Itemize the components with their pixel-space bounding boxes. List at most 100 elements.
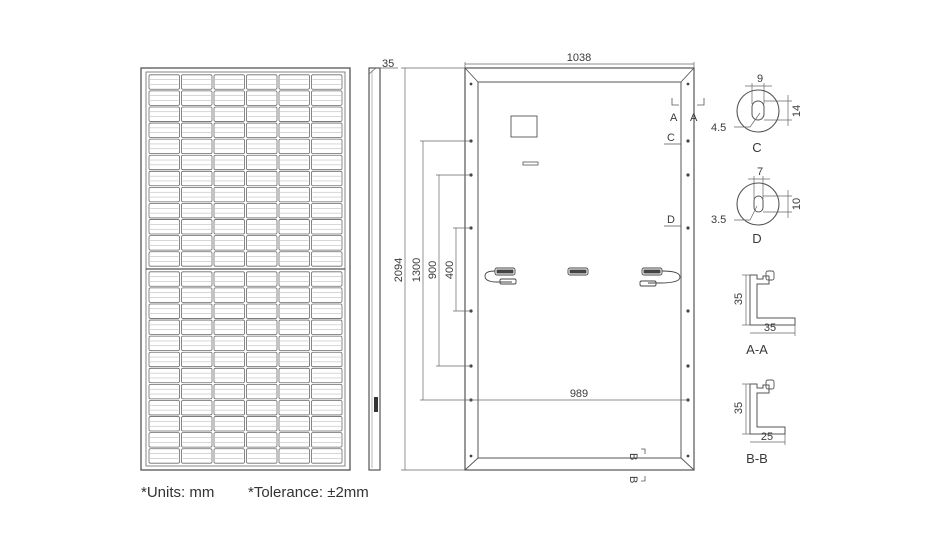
solar-cell bbox=[181, 335, 213, 352]
solar-cell bbox=[148, 170, 180, 187]
solar-cell bbox=[311, 271, 343, 287]
tolerance-note: *Tolerance: ±2mm bbox=[248, 484, 369, 501]
solar-cell bbox=[278, 90, 310, 106]
solar-cell bbox=[181, 303, 213, 319]
solar-cell bbox=[181, 74, 213, 90]
solar-cell bbox=[246, 335, 278, 352]
solar-cell bbox=[311, 219, 343, 235]
solar-cell bbox=[213, 271, 245, 287]
solar-cell bbox=[311, 235, 343, 251]
solar-cell bbox=[148, 303, 180, 319]
detail-c-title: C bbox=[752, 140, 761, 155]
solar-cell bbox=[311, 416, 343, 432]
solar-cell bbox=[246, 235, 278, 251]
solar-cell bbox=[181, 432, 213, 448]
solar-cell bbox=[213, 90, 245, 106]
solar-cell bbox=[278, 367, 310, 384]
solar-cell bbox=[213, 203, 245, 219]
width-dim-label: 1038 bbox=[567, 52, 591, 64]
solar-cell bbox=[148, 186, 180, 203]
solar-cell bbox=[278, 74, 310, 90]
solar-cell bbox=[246, 74, 278, 90]
solar-cell bbox=[246, 432, 278, 448]
solar-cell bbox=[278, 416, 310, 432]
solar-cell bbox=[181, 154, 213, 171]
solar-cell bbox=[278, 432, 310, 448]
solar-cell bbox=[278, 383, 310, 400]
solar-cell bbox=[278, 319, 310, 335]
solar-cell bbox=[246, 351, 278, 368]
solar-cell bbox=[278, 400, 310, 416]
solar-cell bbox=[311, 170, 343, 187]
solar-cell bbox=[181, 251, 213, 267]
solar-cell bbox=[213, 351, 245, 368]
solar-cell bbox=[213, 448, 245, 464]
solar-cell bbox=[213, 287, 245, 303]
solar-cell bbox=[311, 251, 343, 267]
solar-cell bbox=[278, 186, 310, 203]
solar-cell bbox=[148, 400, 180, 416]
solar-cell bbox=[311, 448, 343, 464]
units-note: *Units: mm bbox=[141, 484, 215, 501]
solar-cell bbox=[181, 416, 213, 432]
solar-cell bbox=[213, 122, 245, 138]
solar-cell bbox=[181, 271, 213, 287]
solar-cell bbox=[181, 106, 213, 122]
detail-c-width: 9 bbox=[757, 73, 763, 85]
solar-cell bbox=[278, 448, 310, 464]
junction-box-side bbox=[374, 397, 378, 412]
solar-cell bbox=[213, 74, 245, 90]
solar-cell bbox=[181, 287, 213, 303]
solar-cell bbox=[311, 138, 343, 155]
solar-cell bbox=[311, 303, 343, 319]
solar-cell bbox=[148, 351, 180, 368]
detail-d-height: 10 bbox=[791, 198, 803, 210]
solar-cell bbox=[148, 122, 180, 138]
marker-c: C bbox=[667, 132, 675, 144]
solar-cell bbox=[181, 235, 213, 251]
solar-cell bbox=[246, 154, 278, 171]
solar-cell bbox=[148, 235, 180, 251]
solar-cell bbox=[311, 154, 343, 171]
solar-cell bbox=[246, 400, 278, 416]
solar-cell bbox=[311, 335, 343, 352]
section-aa-title: A-A bbox=[746, 342, 768, 357]
solar-cell bbox=[278, 170, 310, 187]
inner-width-label: 989 bbox=[570, 388, 588, 400]
detail-d-title: D bbox=[752, 231, 761, 246]
back-view: 1038 2094 1300 900 400 989 A A C D bbox=[393, 52, 705, 483]
solar-cell bbox=[148, 335, 180, 352]
solar-cell bbox=[213, 251, 245, 267]
solar-cell bbox=[181, 186, 213, 203]
detail-c: 9 14 4.5 C bbox=[711, 73, 803, 155]
solar-cell bbox=[148, 367, 180, 384]
section-bb: 35 25 B-B bbox=[733, 379, 786, 466]
solar-cell bbox=[278, 219, 310, 235]
solar-cell bbox=[311, 319, 343, 335]
mount-400-label: 400 bbox=[444, 261, 456, 279]
solar-cell bbox=[246, 448, 278, 464]
mount-1300-label: 1300 bbox=[411, 258, 423, 282]
solar-cell bbox=[311, 90, 343, 106]
solar-cell bbox=[181, 90, 213, 106]
solar-cell bbox=[213, 186, 245, 203]
solar-cell bbox=[246, 383, 278, 400]
section-aa-height: 35 bbox=[733, 293, 745, 305]
solar-cell bbox=[148, 90, 180, 106]
solar-cell bbox=[246, 271, 278, 287]
solar-cell bbox=[213, 400, 245, 416]
solar-cell bbox=[213, 219, 245, 235]
solar-cell bbox=[213, 154, 245, 171]
solar-cell bbox=[213, 106, 245, 122]
solar-cell bbox=[181, 203, 213, 219]
solar-cell bbox=[246, 319, 278, 335]
detail-c-diameter: 4.5 bbox=[711, 122, 726, 134]
junction-boxes bbox=[484, 267, 681, 287]
back-outer-frame bbox=[464, 67, 695, 471]
solar-cell bbox=[213, 319, 245, 335]
marker-b-right: B bbox=[627, 476, 639, 483]
solar-cell bbox=[148, 383, 180, 400]
solar-cell bbox=[148, 154, 180, 171]
solar-cell bbox=[148, 251, 180, 267]
